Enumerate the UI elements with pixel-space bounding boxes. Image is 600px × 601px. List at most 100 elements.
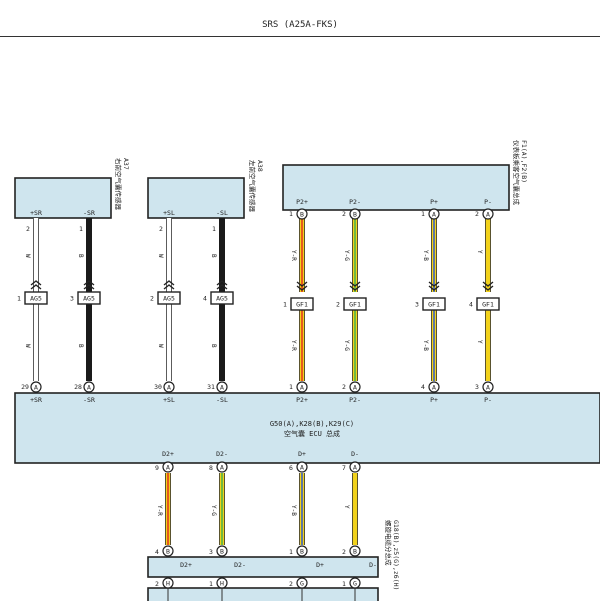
f1-pin-num-3: 2 <box>475 210 479 218</box>
d-wire-code-0: Y-R <box>156 505 163 516</box>
f1-pin-2-letter: A <box>432 211 436 219</box>
g18-lower-pin-num-0: 2 <box>155 580 159 588</box>
ecu-top-pin-2-letter: A <box>167 384 171 392</box>
a38-pin-label-0: +SL <box>163 209 175 217</box>
a37-caption-1: 右前空气囊传感器 <box>114 158 123 211</box>
ag5-wire-code-lower-2: W <box>157 344 164 348</box>
ag5-chevron-0 <box>30 280 42 286</box>
a38-caption-0: A38 <box>256 160 264 172</box>
a37-box <box>14 177 112 219</box>
gf1-chevron-3 <box>482 281 494 287</box>
g18-pin-2 <box>296 545 308 557</box>
f1-pin-num-1: 2 <box>342 210 346 218</box>
gf1-wire-code-lower-3: Y <box>476 340 483 344</box>
g18-pin-num-2: 1 <box>289 548 293 556</box>
gf1-wire-code-lower-1: Y-G <box>343 340 350 351</box>
a37-pin-label-0: +SR <box>30 209 42 217</box>
gf1-connector-2-pin: 3 <box>415 301 419 309</box>
gf1-connector-1 <box>343 297 367 311</box>
f1-caption-0: F1(A),F2(B) <box>520 140 528 183</box>
ecu-top-pin-num-6: 4 <box>421 383 425 391</box>
f1-pin-2 <box>428 208 440 220</box>
a37-caption-0: A37 <box>122 158 130 170</box>
g18-lower-pin-0-letter: H <box>166 580 170 588</box>
ag5-chevron-3 <box>216 284 228 290</box>
ecu-top-pin-num-0: 29 <box>21 383 29 391</box>
gf1-chevron-2 <box>428 285 440 291</box>
f1-pin-0-letter: B <box>300 211 304 219</box>
ecu-top-pin-5 <box>349 381 361 393</box>
ag5-connector-1-label: AG5 <box>83 295 95 303</box>
g18-lower-pin-num-2: 2 <box>289 580 293 588</box>
gf1-chevron-0 <box>296 281 308 287</box>
gf1-connector-0 <box>290 297 314 311</box>
ecu-top-pin-1 <box>83 381 95 393</box>
ecu-top-pin-3-letter: A <box>220 384 224 392</box>
ag5-wire-code-lower-3: B <box>210 344 217 348</box>
f1-pin-3-letter: A <box>486 211 490 219</box>
g18-pin-3 <box>349 545 361 557</box>
g18-pin-num-3: 2 <box>342 548 346 556</box>
page-title: SRS (A25A-FKS) <box>262 20 338 30</box>
g18-pin-label-3: D- <box>369 561 377 569</box>
ecu-top-pin-0-letter: A <box>34 384 38 392</box>
a37-pin-num-1: 1 <box>79 225 83 233</box>
ecu-bottom-pin-0 <box>162 461 174 473</box>
ag5-chevron-1 <box>83 280 95 286</box>
g18-pin-1-letter: B <box>220 548 224 556</box>
gf1-connector-3-pin: 4 <box>469 301 473 309</box>
d-wire-code-1: Y-G <box>210 505 217 516</box>
ecu-bottom-pin-num-1: 8 <box>209 464 213 472</box>
g18-caption-0: G18(B),z5(G),z6(H) <box>392 520 400 590</box>
ecu-top-label-2: +SL <box>163 396 175 404</box>
ag5-wire-code-lower-1: B <box>77 344 84 348</box>
ecu-bottom-label-1: D2- <box>216 450 228 458</box>
ecu-bottom-pin-0-letter: A <box>166 464 170 472</box>
a38-box <box>147 177 245 219</box>
g18-pin-0-letter: B <box>166 548 170 556</box>
gf1-connector-0-label: GF1 <box>296 301 308 309</box>
ag5-connector-0-label: AG5 <box>30 295 42 303</box>
ecu-top-label-3: -SL <box>216 396 228 404</box>
f1-pin-label-2: P+ <box>430 198 438 206</box>
ag5-wire-code-lower-0: W <box>24 344 31 348</box>
ecu-bottom-label-2: D+ <box>298 450 306 458</box>
a38-pin-label-1: -SL <box>216 209 228 217</box>
a38-pin-num-1: 1 <box>212 225 216 233</box>
gf1-connector-2 <box>422 297 446 311</box>
g18-lower-box <box>147 587 379 601</box>
gf1-chevron-1 <box>349 281 361 287</box>
ag5-connector-1-pin: 3 <box>70 295 74 303</box>
g18-pin-num-1: 3 <box>209 548 213 556</box>
f1-pin-0 <box>296 208 308 220</box>
ecu-top-pin-6 <box>428 381 440 393</box>
g18-caption-1: 螺旋电缆分总成 <box>384 520 393 566</box>
ag5-chevron-1 <box>83 284 95 290</box>
ag5-chevron-3 <box>216 280 228 286</box>
f1-caption-1: 仪表板乘客空气囊总成 <box>512 140 521 206</box>
g18-pin-1 <box>216 545 228 557</box>
title-rule <box>0 36 600 37</box>
d-wire-code-3: Y <box>343 505 350 509</box>
ecu-top-pin-7 <box>482 381 494 393</box>
ecu-top-pin-4 <box>296 381 308 393</box>
f1-pin-num-2: 1 <box>421 210 425 218</box>
ecu-title-line1: G50(A),K28(B),K29(C) <box>270 420 354 428</box>
gf1-chevron-1 <box>349 285 361 291</box>
g18-box <box>147 556 379 578</box>
ecu-box <box>14 392 600 464</box>
ag5-wire-code-upper-1: B <box>77 254 84 258</box>
ag5-connector-3 <box>210 291 234 305</box>
ecu-top-label-6: P+ <box>430 396 438 404</box>
gf1-chevron-3 <box>482 285 494 291</box>
g18-pin-label-0: D2+ <box>180 561 192 569</box>
f1-pin-label-3: P- <box>484 198 492 206</box>
ecu-bottom-pin-2-letter: A <box>300 464 304 472</box>
ecu-top-pin-num-4: 1 <box>289 383 293 391</box>
g18-lower-pin-2-letter: G <box>300 580 304 588</box>
g18-lower-pin-0 <box>162 577 174 589</box>
g18-pin-label-1: D2- <box>234 561 246 569</box>
g18-pin-3-letter: B <box>353 548 357 556</box>
